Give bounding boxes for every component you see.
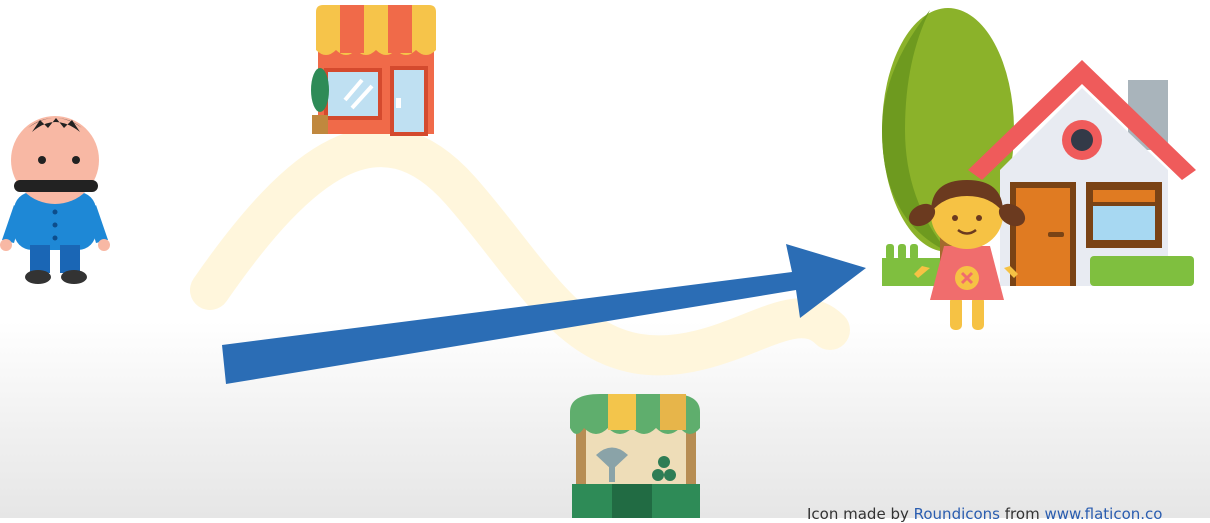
house-icon (882, 60, 1196, 286)
faded-route-path (190, 127, 850, 376)
shop-icon (311, 5, 436, 136)
author-link[interactable]: Roundicons (913, 505, 1000, 523)
direct-route-arrow (222, 244, 866, 384)
girl-icon (908, 180, 1026, 330)
man-icon (0, 116, 110, 284)
market-stall-icon (570, 394, 700, 518)
site-link[interactable]: www.flaticon.co (1044, 505, 1163, 523)
icon-attribution: Icon made by Roundicons from www.flatico… (807, 505, 1162, 523)
attribution-prefix: Icon made by (807, 505, 914, 523)
attribution-middle: from (1000, 505, 1045, 523)
